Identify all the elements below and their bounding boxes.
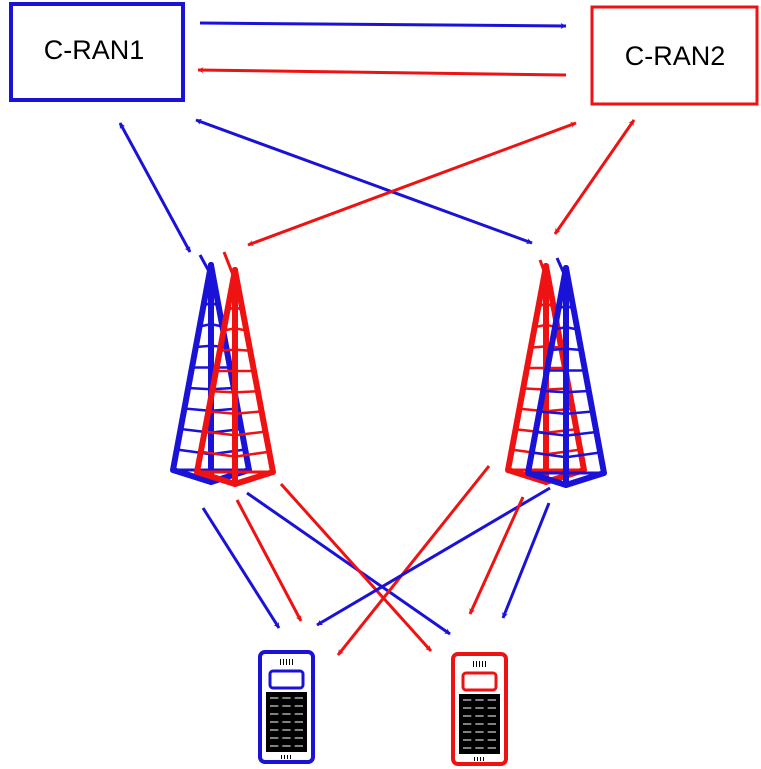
tower-right-blue: [525, 257, 607, 488]
cran2-node: C-RAN2: [590, 5, 759, 106]
tower-right-blue-rung: [565, 389, 589, 394]
arrow-right-blue-to-red-phone: [501, 502, 551, 619]
tower-left-blue-rung: [188, 386, 212, 391]
tower-left-red-rung: [234, 430, 266, 437]
arrow-cran2-to-cran1: [197, 67, 567, 77]
cran1-node: C-RAN1: [9, 2, 185, 102]
tower-left-red-rung: [219, 348, 236, 353]
towers-layer: [170, 251, 607, 488]
tower-left-red-rung: [234, 305, 244, 312]
tower-left-red-rung: [234, 284, 240, 291]
tower-right-red-rung: [545, 427, 577, 435]
arrow-cran2-left-tower: [247, 121, 577, 247]
tower-right-blue-rung: [565, 325, 578, 331]
tower-left-blue-rung: [210, 322, 223, 328]
tower-right-blue-rung: [565, 347, 582, 352]
tower-left-blue-rung: [202, 301, 212, 308]
arrow-right-red-to-red-phone: [468, 496, 525, 615]
phone-blue: [258, 650, 315, 764]
tower-left-blue-rung: [210, 279, 216, 287]
tower-right-blue-rung: [565, 410, 593, 416]
arrow-cran1-left-tower: [118, 122, 192, 253]
phone-blue-screen: [268, 669, 305, 690]
tower-right-blue-rung: [565, 304, 575, 311]
cran1-box: [9, 2, 185, 102]
phone-red: [451, 652, 508, 766]
arrow-cran1-to-cran2: [199, 21, 567, 29]
arrow-cran1-right-tower: [195, 118, 533, 245]
tower-right-blue-rung: [565, 430, 597, 437]
tower-left-red-base: [196, 469, 274, 487]
tower-left-red-rung: [208, 410, 236, 416]
phones-layer: [258, 650, 508, 766]
tower-right-red-rung: [530, 345, 547, 349]
tower-right-blue-base: [527, 470, 605, 488]
tower-left-blue-rung: [210, 301, 220, 308]
arrow-right-red-to-blue-phone: [336, 465, 491, 656]
tower-right-blue-rung: [535, 430, 567, 437]
tower-right-blue-rung: [550, 347, 567, 352]
tower-left-blue-rung: [195, 344, 212, 349]
tower-left-red-rung: [226, 305, 236, 312]
tower-left-red: [194, 251, 276, 487]
tower-right-blue-rung: [531, 451, 567, 459]
tower-right-blue-rung: [539, 410, 567, 416]
tower-left-blue-rung: [199, 322, 212, 328]
cran2-label: C-RAN2: [625, 41, 726, 71]
tower-left-red-rung: [223, 326, 236, 332]
arrow-left-blue-to-red-phone: [246, 491, 451, 636]
cran1-label: C-RAN1: [44, 35, 145, 65]
tower-left-red-rung: [234, 410, 262, 416]
phone-red-screen: [461, 671, 498, 692]
tower-right-blue-rung: [554, 325, 567, 331]
tower-right-blue-rung: [565, 282, 571, 290]
arrow-right-blue-to-blue-phone: [316, 486, 551, 627]
tower-right-red-rung: [545, 280, 551, 288]
tower-left-red-rung: [234, 326, 247, 332]
tower-left-red-rung: [234, 389, 258, 394]
tower-left-red-rung: [212, 389, 236, 394]
tower-left-red-rung: [200, 450, 236, 458]
tower-left-red-rung: [204, 430, 236, 437]
tower-left-red-rung: [234, 348, 251, 353]
arrow-left-blue-to-blue-phone: [201, 507, 281, 629]
tower-right-red-rung: [534, 323, 547, 329]
tower-right-blue-rung: [557, 304, 567, 311]
cran2-box: [590, 5, 759, 106]
tower-right-red-rung: [545, 302, 555, 308]
links-layer: [118, 21, 636, 656]
tower-left-red-rung: [234, 450, 270, 458]
arrow-left-red-to-red-phone: [279, 482, 433, 653]
tower-right-red-rung: [537, 302, 547, 308]
tower-right-blue-rung: [565, 451, 601, 459]
arrow-left-red-to-blue-phone: [235, 499, 303, 622]
tower-right-blue-rung: [543, 389, 567, 394]
arrow-cran2-right-tower: [553, 119, 636, 235]
